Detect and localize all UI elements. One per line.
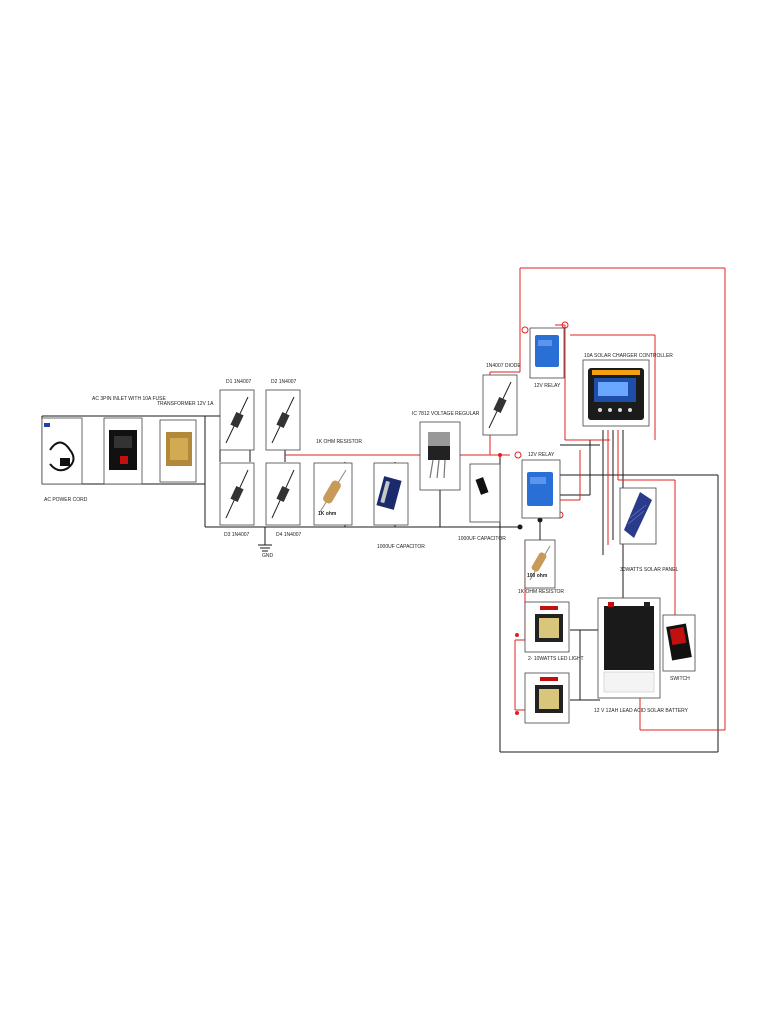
label-capacitor-2: 1000UF CAPACITOR (458, 536, 506, 542)
charge-controller (582, 359, 650, 427)
led-light-2 (524, 672, 570, 724)
label-relay-top: 12V RELAY (534, 383, 561, 389)
label-solar-panel: 30WATTS SOLAR PANEL (620, 567, 679, 573)
label-resistor-1k: 1K OHM RESISTOR (316, 439, 363, 445)
label-ic-regulator: IC 7812 VOLTAGE REGULAR (412, 411, 480, 417)
diode-d4 (265, 462, 301, 526)
label-transformer: TRANSFORMER 12V 1A (157, 401, 214, 407)
label-d4: D4 1N4007 (276, 532, 302, 538)
ac-power-cord (41, 417, 83, 485)
label-switch: SWITCH (670, 676, 690, 682)
led-light-1 (524, 601, 570, 653)
resistor-2 (524, 539, 556, 589)
label-d3: D3 1N4007 (224, 532, 250, 538)
label-ac-power-cord: AC POWER CORD (44, 497, 88, 503)
ac-inlet (103, 417, 143, 485)
label-capacitor-1: 1000UF CAPACITOR (377, 544, 425, 550)
relay-mid (521, 459, 561, 519)
capacitor-2 (469, 463, 501, 523)
battery (597, 597, 661, 699)
switch (662, 614, 696, 672)
diode-d3 (219, 462, 255, 526)
relay-top (529, 327, 565, 379)
label-relay-mid: 12V RELAY (528, 452, 555, 458)
solar-panel (619, 487, 657, 545)
ground-symbol (258, 544, 272, 552)
label-resistor-2-value: 100 ohm (527, 573, 548, 579)
diode-d2 (265, 389, 301, 451)
label-ac-inlet: AC 3PIN INLET WITH 10A FUSE (92, 396, 166, 402)
label-led-light: 2- 10WATTS LED LIGHT (528, 656, 584, 662)
label-resistor-2: 1K OHM RESISTOR (518, 589, 565, 595)
label-d2: D2 1N4007 (271, 379, 297, 385)
ic-regulator (419, 421, 461, 491)
label-diode-1n4007: 1N4007 DIODE (486, 363, 521, 369)
label-charger-controller: 10A SOLAR CHARGER CONTROLLER (584, 353, 673, 359)
capacitor-1 (373, 462, 409, 526)
resistor-1k (313, 462, 353, 526)
label-resistor-value: 1K ohm (318, 511, 337, 517)
transformer (159, 419, 197, 483)
diode-d1 (219, 389, 255, 451)
label-battery: 12 V 12AH LEAD ACID SOLAR BATTERY (594, 708, 689, 714)
label-d1: D1 1N4007 (226, 379, 252, 385)
label-gnd: GND (262, 553, 274, 559)
diode-top (482, 374, 518, 436)
